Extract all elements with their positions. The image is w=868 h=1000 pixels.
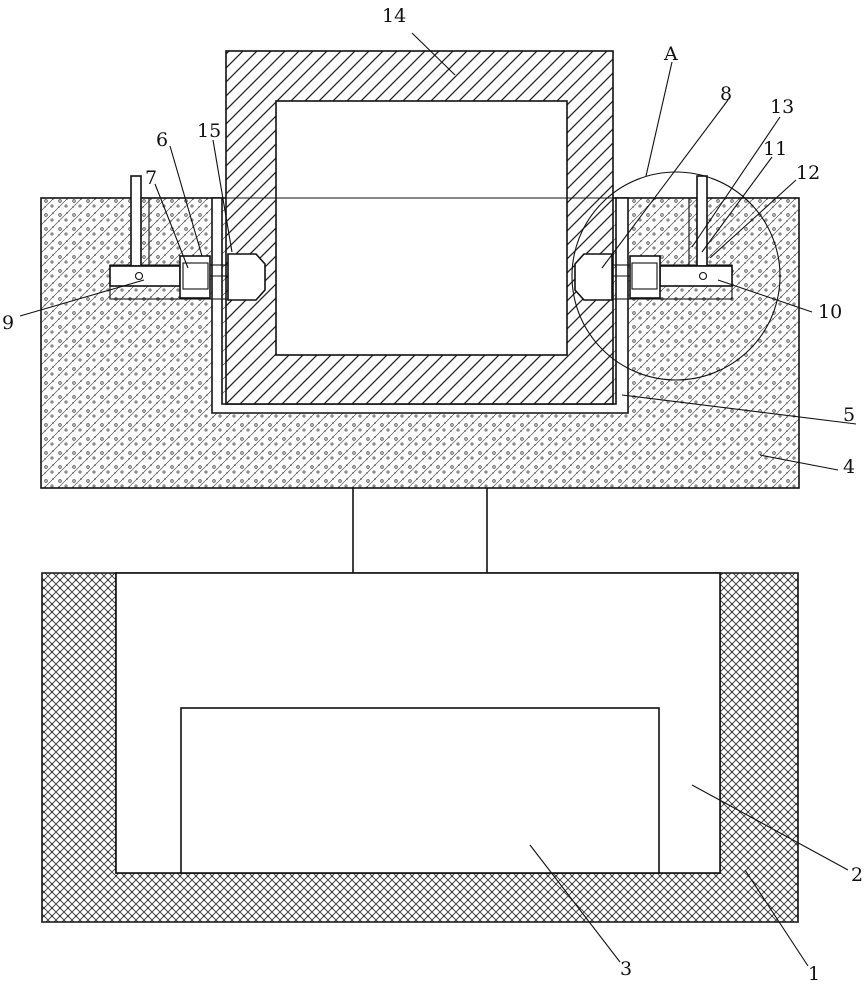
detail-circle-a <box>571 171 781 381</box>
part-labels: 14 A 8 13 11 12 10 5 4 9 6 7 15 2 1 3 <box>2 5 863 985</box>
label-2: 2 <box>851 864 863 886</box>
leader-lines <box>19 32 857 967</box>
label-7: 7 <box>145 167 157 189</box>
label-9: 9 <box>2 312 14 334</box>
label-a: A <box>663 43 678 65</box>
label-12: 12 <box>796 162 820 184</box>
label-3: 3 <box>620 958 632 980</box>
label-6: 6 <box>156 129 168 151</box>
label-1: 1 <box>808 963 820 985</box>
label-11: 11 <box>763 138 787 160</box>
block-3 <box>180 707 660 874</box>
label-4: 4 <box>843 456 855 478</box>
left-clamp-assembly <box>109 175 266 301</box>
label-10: 10 <box>818 301 842 323</box>
label-15: 15 <box>197 120 221 142</box>
label-14: 14 <box>382 5 406 27</box>
support-column <box>352 488 488 573</box>
label-5: 5 <box>843 404 855 426</box>
right-clamp-assembly <box>574 175 733 301</box>
frame-14 <box>225 50 614 405</box>
label-13: 13 <box>770 96 794 118</box>
label-8: 8 <box>720 83 732 105</box>
